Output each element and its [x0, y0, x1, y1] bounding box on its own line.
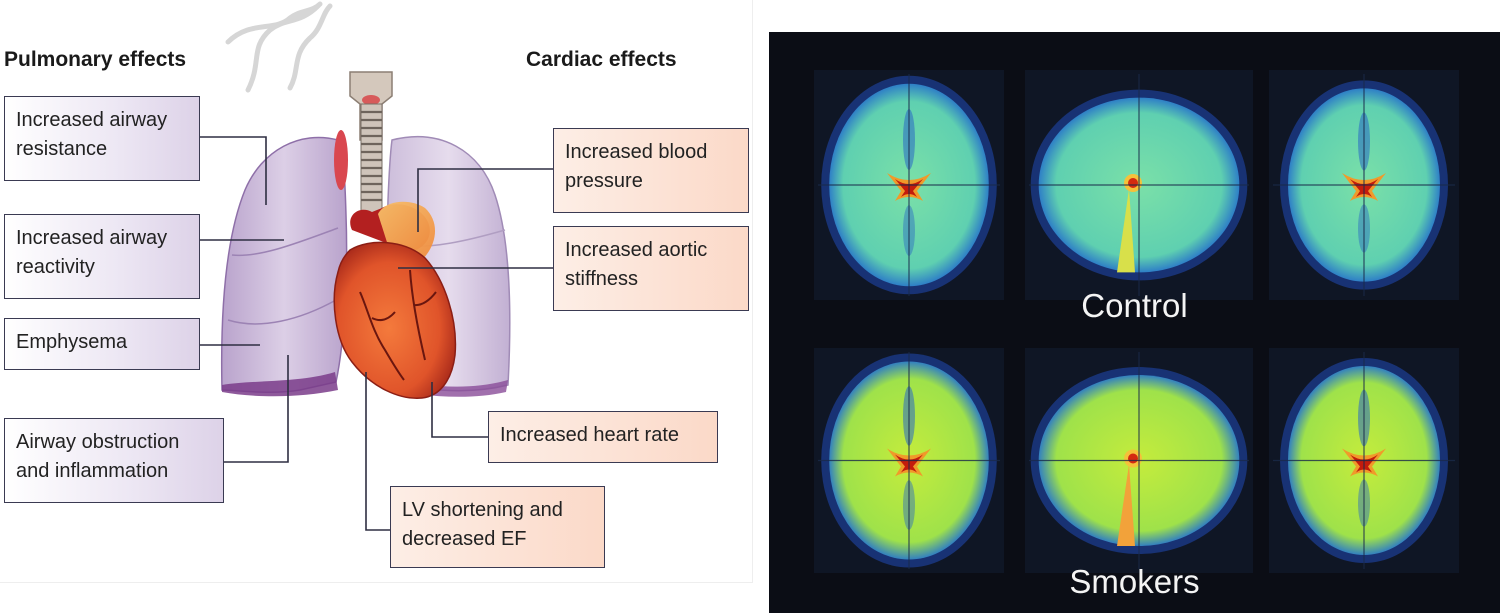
heart [333, 201, 457, 399]
label-line: pressure [565, 170, 643, 192]
control-scan-row [769, 70, 1500, 300]
label-line: stiffness [565, 268, 638, 290]
label-emphysema: Emphysema [4, 318, 200, 370]
label-line: Increased airway [16, 227, 168, 249]
coronal-scan [1269, 348, 1459, 573]
label-increased-airway-reactivity: Increased airway reactivity [4, 214, 200, 299]
label-line: decreased EF [402, 528, 527, 550]
label-increased-airway-resistance: Increased airway resistance [4, 96, 200, 181]
label-lv-shortening-decreased-ef: LV shortening and decreased EF [390, 486, 605, 568]
label-line: Airway obstruction [16, 431, 180, 453]
leader-lines [200, 136, 553, 531]
trachea [334, 71, 393, 215]
label-line: LV shortening and [402, 499, 563, 521]
smoking-effects-diagram: Pulmonary effects Cardiac effects Increa… [0, 0, 753, 583]
brain-scan-comparison: Control Smokers [769, 32, 1500, 613]
label-line: Emphysema [16, 331, 128, 353]
label-line: and inflammation [16, 460, 169, 482]
axial-scan [814, 348, 1004, 573]
axial-scan [814, 70, 1004, 300]
control-label: Control [1081, 287, 1188, 324]
label-increased-heart-rate: Increased heart rate [488, 411, 718, 463]
label-increased-aortic-stiffness: Increased aortic stiffness [553, 226, 749, 311]
lung-heart-illustration [220, 1, 511, 399]
smokers-scan-row [769, 348, 1500, 573]
label-line: Increased airway [16, 109, 168, 131]
label-line: resistance [16, 138, 108, 160]
smokers-label: Smokers [1069, 563, 1200, 600]
coronal-scan [1269, 70, 1459, 300]
label-line: reactivity [16, 256, 95, 278]
smoke-wisps [225, 1, 333, 93]
label-increased-blood-pressure: Increased blood pressure [553, 128, 749, 213]
sagittal-scan [1025, 348, 1253, 573]
label-line: Increased aortic [565, 239, 708, 261]
label-line: Increased heart rate [500, 424, 679, 446]
sagittal-scan [1025, 70, 1253, 300]
pulmonary-effects-heading: Pulmonary effects [4, 48, 187, 71]
label-airway-obstruction-inflammation: Airway obstruction and inflammation [4, 418, 224, 503]
cardiac-effects-heading: Cardiac effects [526, 48, 677, 71]
label-line: Increased blood [565, 141, 708, 163]
